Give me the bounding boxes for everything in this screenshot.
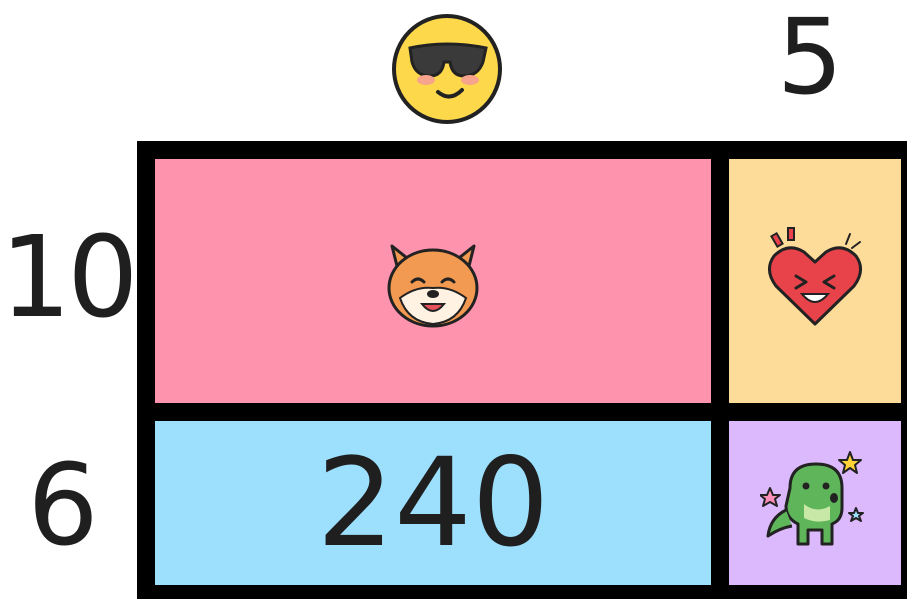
left-top-dimension-label: 10 — [0, 222, 125, 334]
bottom-left-cell: 240 — [155, 421, 711, 585]
left-bottom-dimension-label: 6 — [8, 450, 118, 562]
top-right-dimension-label: 5 — [760, 5, 860, 109]
area-grid: 240 — [137, 141, 907, 599]
sunglasses-face-icon — [388, 10, 506, 128]
top-right-cell — [729, 159, 901, 403]
bottom-right-cell — [729, 421, 901, 585]
shiba-dog-icon — [378, 226, 488, 336]
dinosaur-icon — [760, 448, 870, 558]
laughing-heart-icon — [760, 226, 870, 336]
top-left-cell — [155, 159, 711, 403]
area-value: 240 — [317, 442, 550, 564]
